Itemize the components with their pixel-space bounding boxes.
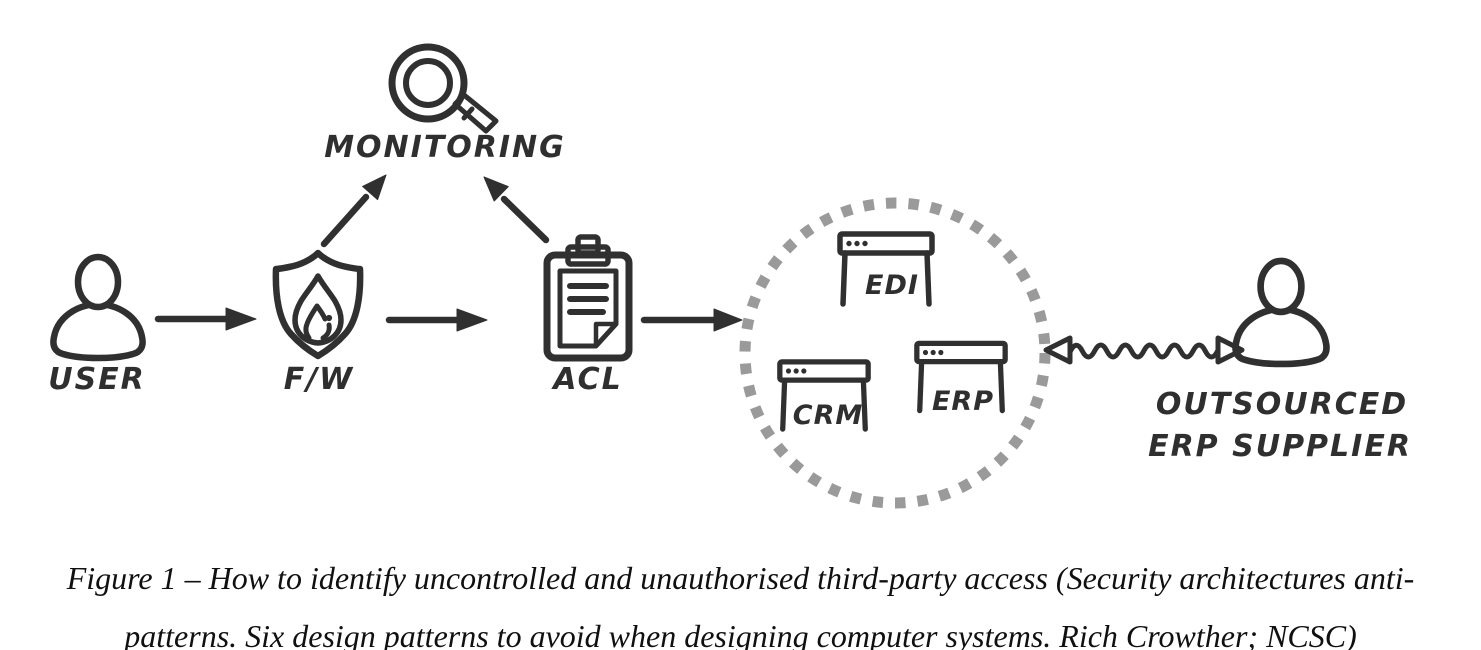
erp-label: ERP [931,386,995,417]
firewall-shield-flame-icon [272,249,364,360]
erp-app-window-icon [914,340,1008,414]
monitoring-magnifier-icon [388,43,499,134]
wavy-double-arrow-boundary-supplier [1043,335,1245,365]
arrow-user-to-firewall [154,307,257,331]
user-label: USER [48,362,146,397]
user-person-icon [50,253,146,362]
figure-caption-line1: Figure 1 – How to identify uncontrolled … [66,560,1415,596]
edi-label: EDI [865,270,919,301]
monitoring-label: MONITORING [324,130,566,165]
arrow-firewall-to-acl [385,308,488,332]
crm-label: CRM [792,400,864,431]
acl-clipboard-icon [543,234,633,362]
supplier-label-line1: OUTSOURCED [1155,387,1409,422]
crm-app-window-icon [777,359,871,432]
arrow-acl-to-boundary [640,308,743,332]
trust-boundary-circle [739,197,1051,509]
arrow-firewall-to-monitoring [320,174,387,248]
firewall-label: F/W [283,362,355,397]
supplier-label-line2: ERP SUPPLIER [1148,429,1412,464]
edi-app-window-icon [837,231,935,307]
figure-caption-line2: patterns. Six design patterns to avoid w… [124,618,1357,650]
arrow-acl-to-monitoring [483,176,550,244]
supplier-person-icon [1232,257,1330,368]
acl-label: ACL [553,362,623,397]
